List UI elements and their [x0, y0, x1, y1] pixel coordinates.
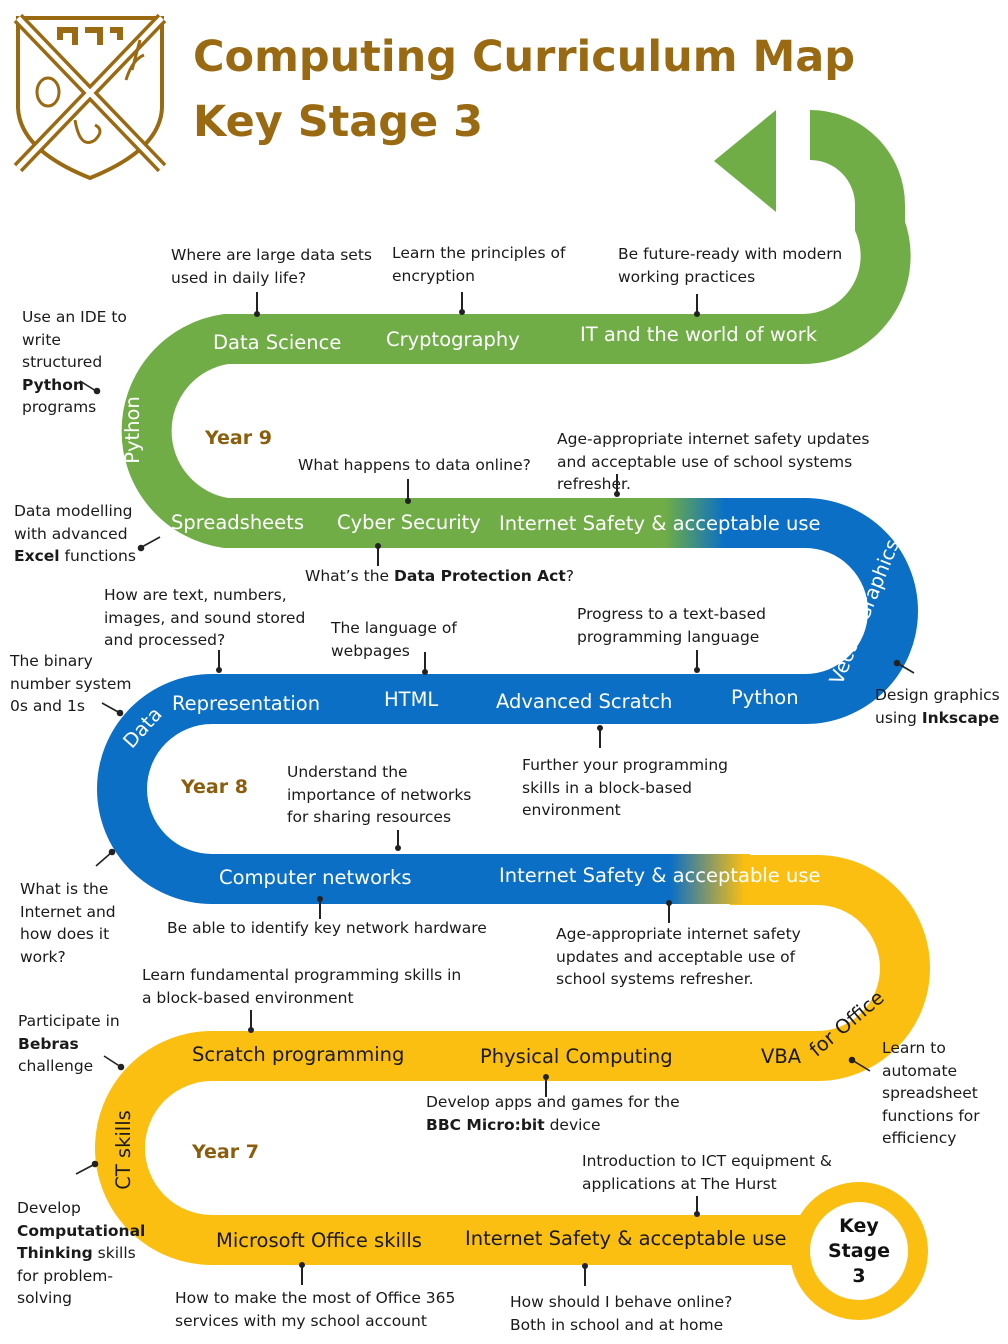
pointer-python-y8: [694, 650, 700, 673]
note-internet: What is the Internet and how does it wor…: [20, 880, 116, 966]
note-html: The language of webpages: [331, 619, 457, 660]
year7-label: Year 7: [192, 1141, 259, 1163]
note-bebras: Participate in Bebras challenge: [18, 1012, 120, 1075]
pointer-safety-y9: [614, 474, 620, 497]
note-cyber: What happens to data online?: [298, 456, 531, 474]
pointer-representation: [216, 650, 222, 673]
page-subtitle: Key Stage 3: [193, 97, 484, 147]
topic-computer-networks: Computer networks: [219, 866, 412, 889]
topic-microsoft-office: Microsoft Office skills: [216, 1229, 422, 1252]
pointer-office365: [299, 1262, 305, 1285]
pointer-it-world: [694, 294, 700, 317]
pointer-behave: [582, 1263, 588, 1286]
note-data-science: Where are large data sets used in daily …: [171, 246, 372, 287]
note-inkscape: Design graphics using Inkscape: [875, 686, 1000, 727]
topic-html: HTML: [384, 688, 439, 711]
note-ict-intro: Introduction to ICT equipment & applicat…: [582, 1152, 832, 1193]
note-data-protection-act: What’s the Data Protection Act?: [305, 567, 575, 585]
topic-physical-computing: Physical Computing: [480, 1045, 673, 1068]
topic-internet-safety-y8: Internet Safety & acceptable use: [499, 864, 821, 887]
key-stage-badge: Key Stage 3: [790, 1182, 928, 1320]
note-computational-thinking: Develop Computational Thinking skills fo…: [17, 1199, 146, 1307]
note-it-world: Be future-ready with modern working prac…: [618, 245, 843, 286]
note-binary: The binary number system 0s and 1s: [10, 652, 132, 715]
note-cryptography: Learn the principles of encryption: [392, 244, 566, 285]
pointer-safety-y8: [666, 900, 672, 923]
pointer-ict: [694, 1196, 700, 1217]
note-internet-safety-y9: Age-appropriate internet safety updates …: [557, 430, 870, 493]
topic-advanced-scratch: Advanced Scratch: [496, 690, 673, 713]
note-networks-importance: Understand the importance of networks fo…: [287, 763, 472, 826]
note-advanced-scratch: Further your programming skills in a blo…: [522, 756, 729, 819]
topic-spreadsheets: Spreadsheets: [171, 511, 304, 534]
topic-internet-safety-y9: Internet Safety & acceptable use: [499, 512, 821, 535]
pointer-scratch: [248, 1010, 254, 1033]
topic-vba: VBA: [761, 1045, 802, 1068]
topic-scratch-programming: Scratch programming: [192, 1043, 405, 1066]
note-behave-online: How should I behave online? Both in scho…: [510, 1293, 733, 1334]
year9-road: [121, 110, 911, 548]
topic-ct-skills: CT skills: [112, 1110, 135, 1190]
pointer-cryptography: [459, 292, 465, 315]
pointer-dpa: [375, 543, 381, 566]
topic-cyber-security: Cyber Security: [337, 511, 481, 534]
page-title: Computing Curriculum Map: [193, 32, 856, 82]
pointer-microbit: [543, 1074, 549, 1097]
note-microbit: Develop apps and games for the BBC Micro…: [426, 1093, 680, 1134]
year7-road: [95, 855, 930, 1265]
pointer-networks: [395, 830, 401, 851]
topic-cryptography: Cryptography: [386, 328, 520, 351]
year8-label: Year 8: [181, 776, 248, 798]
note-vba: Learn to automate spreadsheet functions …: [882, 1039, 980, 1147]
note-python-ide: Use an IDE to write structured Python pr…: [22, 308, 127, 416]
topic-representation: Representation: [172, 692, 321, 715]
school-crest-icon: [13, 13, 167, 181]
note-python-text: Progress to a text-based programming lan…: [577, 605, 766, 646]
note-office365: How to make the most of Office 365 servi…: [175, 1289, 456, 1330]
topic-python-y8: Python: [731, 686, 799, 709]
note-internet-safety-y8: Age-appropriate internet safety updates …: [556, 925, 801, 988]
note-representation: How are text, numbers, images, and sound…: [104, 586, 306, 649]
note-spreadsheets: Data modelling with advanced Excel funct…: [14, 502, 136, 565]
pointer-adv-scratch: [597, 725, 603, 748]
pointer-html: [422, 652, 428, 675]
year9-label: Year 9: [205, 427, 272, 449]
topic-data-science: Data Science: [213, 331, 342, 354]
pointer-hardware: [317, 896, 323, 919]
year8-road: [97, 498, 918, 904]
note-network-hardware: Be able to identify key network hardware: [167, 919, 487, 937]
topic-it-world-of-work: IT and the world of work: [580, 323, 818, 346]
pointer-data-science: [254, 292, 260, 317]
note-scratch: Learn fundamental programming skills in …: [142, 966, 462, 1007]
arrow-head-icon: [714, 110, 776, 212]
topic-internet-safety-y7: Internet Safety & acceptable use: [465, 1227, 787, 1250]
pointer-cyber: [405, 479, 411, 504]
